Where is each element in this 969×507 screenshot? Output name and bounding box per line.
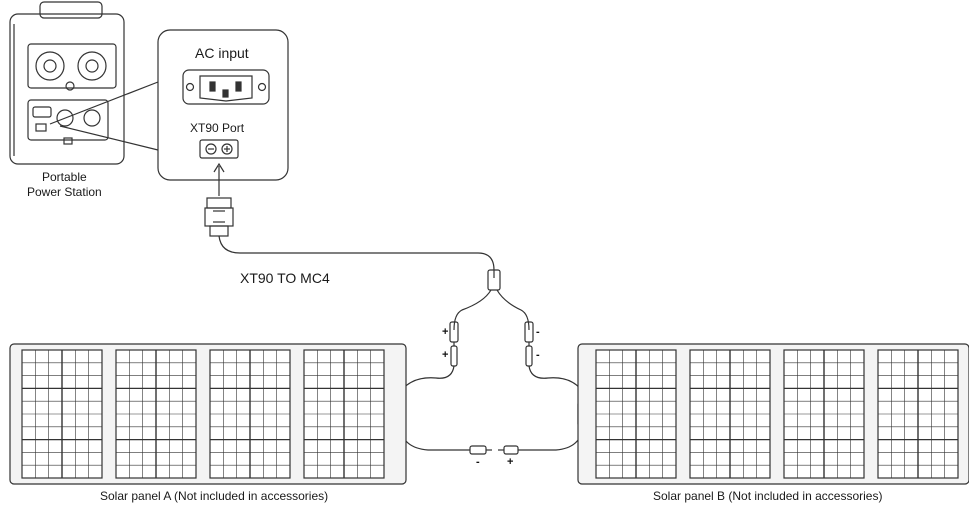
- power-station: [9, 1, 125, 165]
- ac-input-label: AC input: [195, 45, 249, 61]
- solar-panel-b: [577, 343, 969, 485]
- polarity-plus-left-top: +: [442, 326, 449, 338]
- xt90-plug-icon: [204, 197, 234, 237]
- polarity-plus-left-bottom: +: [442, 349, 449, 361]
- xt90-port-icon: [199, 139, 239, 159]
- xt90-port-label: XT90 Port: [190, 121, 245, 135]
- station-label-line1: Portable: [42, 170, 87, 184]
- polarity-minus-right-bottom: -: [536, 349, 540, 361]
- main-cable: [218, 235, 495, 278]
- cable-splitter: [487, 269, 501, 291]
- polarity-plus-b: +: [507, 456, 514, 468]
- station-label-line2: Power Station: [27, 185, 102, 199]
- cable-label: XT90 TO MC4: [240, 270, 330, 286]
- polarity-minus-a: -: [476, 456, 480, 468]
- panel-b-label: Solar panel B (Not included in accessori…: [653, 489, 883, 503]
- solar-panel-a: [9, 343, 407, 485]
- callout-box: [157, 29, 289, 181]
- ac-socket-icon: [182, 69, 270, 105]
- panel-a-label: Solar panel A (Not included in accessori…: [100, 489, 329, 503]
- polarity-minus-right-top: -: [536, 326, 540, 338]
